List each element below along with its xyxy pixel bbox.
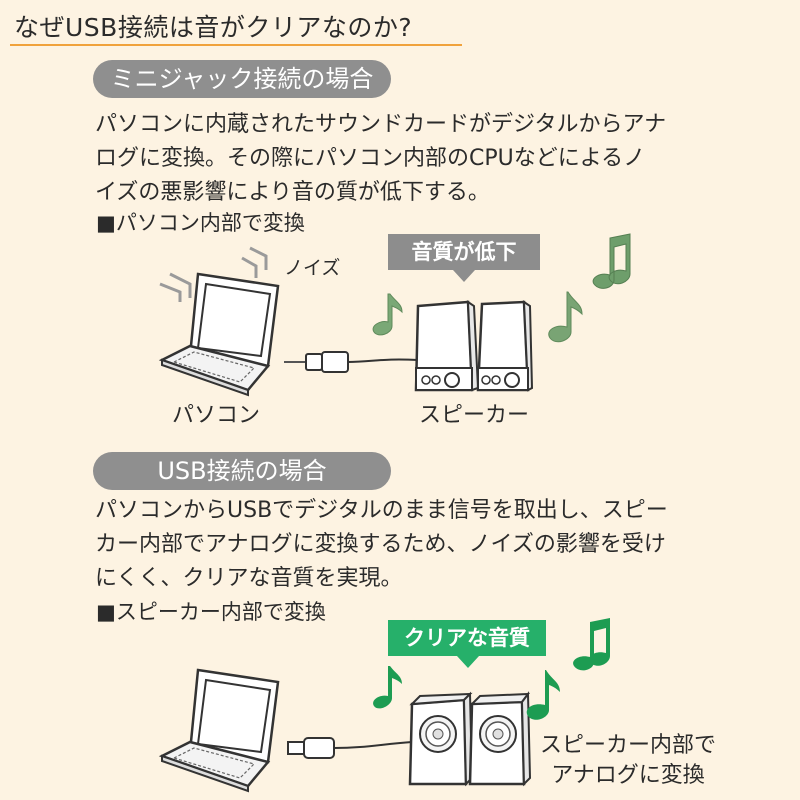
speaker-label: スピーカー	[419, 403, 530, 428]
section2-heading: USB接続の場合	[93, 452, 391, 490]
music-note-icon	[548, 291, 583, 343]
section1-body: パソコンに内蔵されたサウンドカードがデジタルからアナ ログに変換。その際にパソコ…	[95, 112, 667, 205]
page-title: なぜUSB接続は音がクリアなのか?	[14, 13, 413, 42]
usb-cable	[287, 737, 413, 759]
laptop-icon	[158, 272, 280, 397]
music-note-icon	[372, 293, 403, 336]
music-note-icon	[526, 670, 560, 720]
music-note-icon	[592, 233, 631, 289]
section1-sublabel: ■パソコン内部で変換	[96, 211, 305, 235]
badge-pointer	[457, 656, 479, 668]
laptop-icon	[158, 668, 280, 793]
section2-sublabel: ■スピーカー内部で変換	[96, 600, 326, 624]
speaker-pair-icon	[414, 300, 534, 392]
music-note-icon	[373, 666, 402, 709]
speaker-conversion-label: スピーカー内部で アナログに変換	[539, 733, 716, 788]
section1-heading: ミニジャック接続の場合	[93, 60, 391, 98]
music-note-icon	[573, 618, 610, 671]
clear-sound-badge: クリアな音質	[388, 620, 546, 656]
badge-pointer	[453, 270, 475, 282]
title-underline	[10, 44, 462, 46]
speaker-pair-icon	[408, 691, 532, 787]
noise-marks-icon	[159, 246, 268, 302]
quality-degraded-badge: 音質が低下	[388, 234, 540, 270]
minijack-cable	[284, 351, 419, 373]
noise-label: ノイズ	[284, 257, 341, 279]
pc-label: パソコン	[172, 403, 261, 428]
section2-body: パソコンからUSBでデジタルのまま信号を取出し、スピー カー内部でアナログに変換…	[95, 498, 668, 591]
